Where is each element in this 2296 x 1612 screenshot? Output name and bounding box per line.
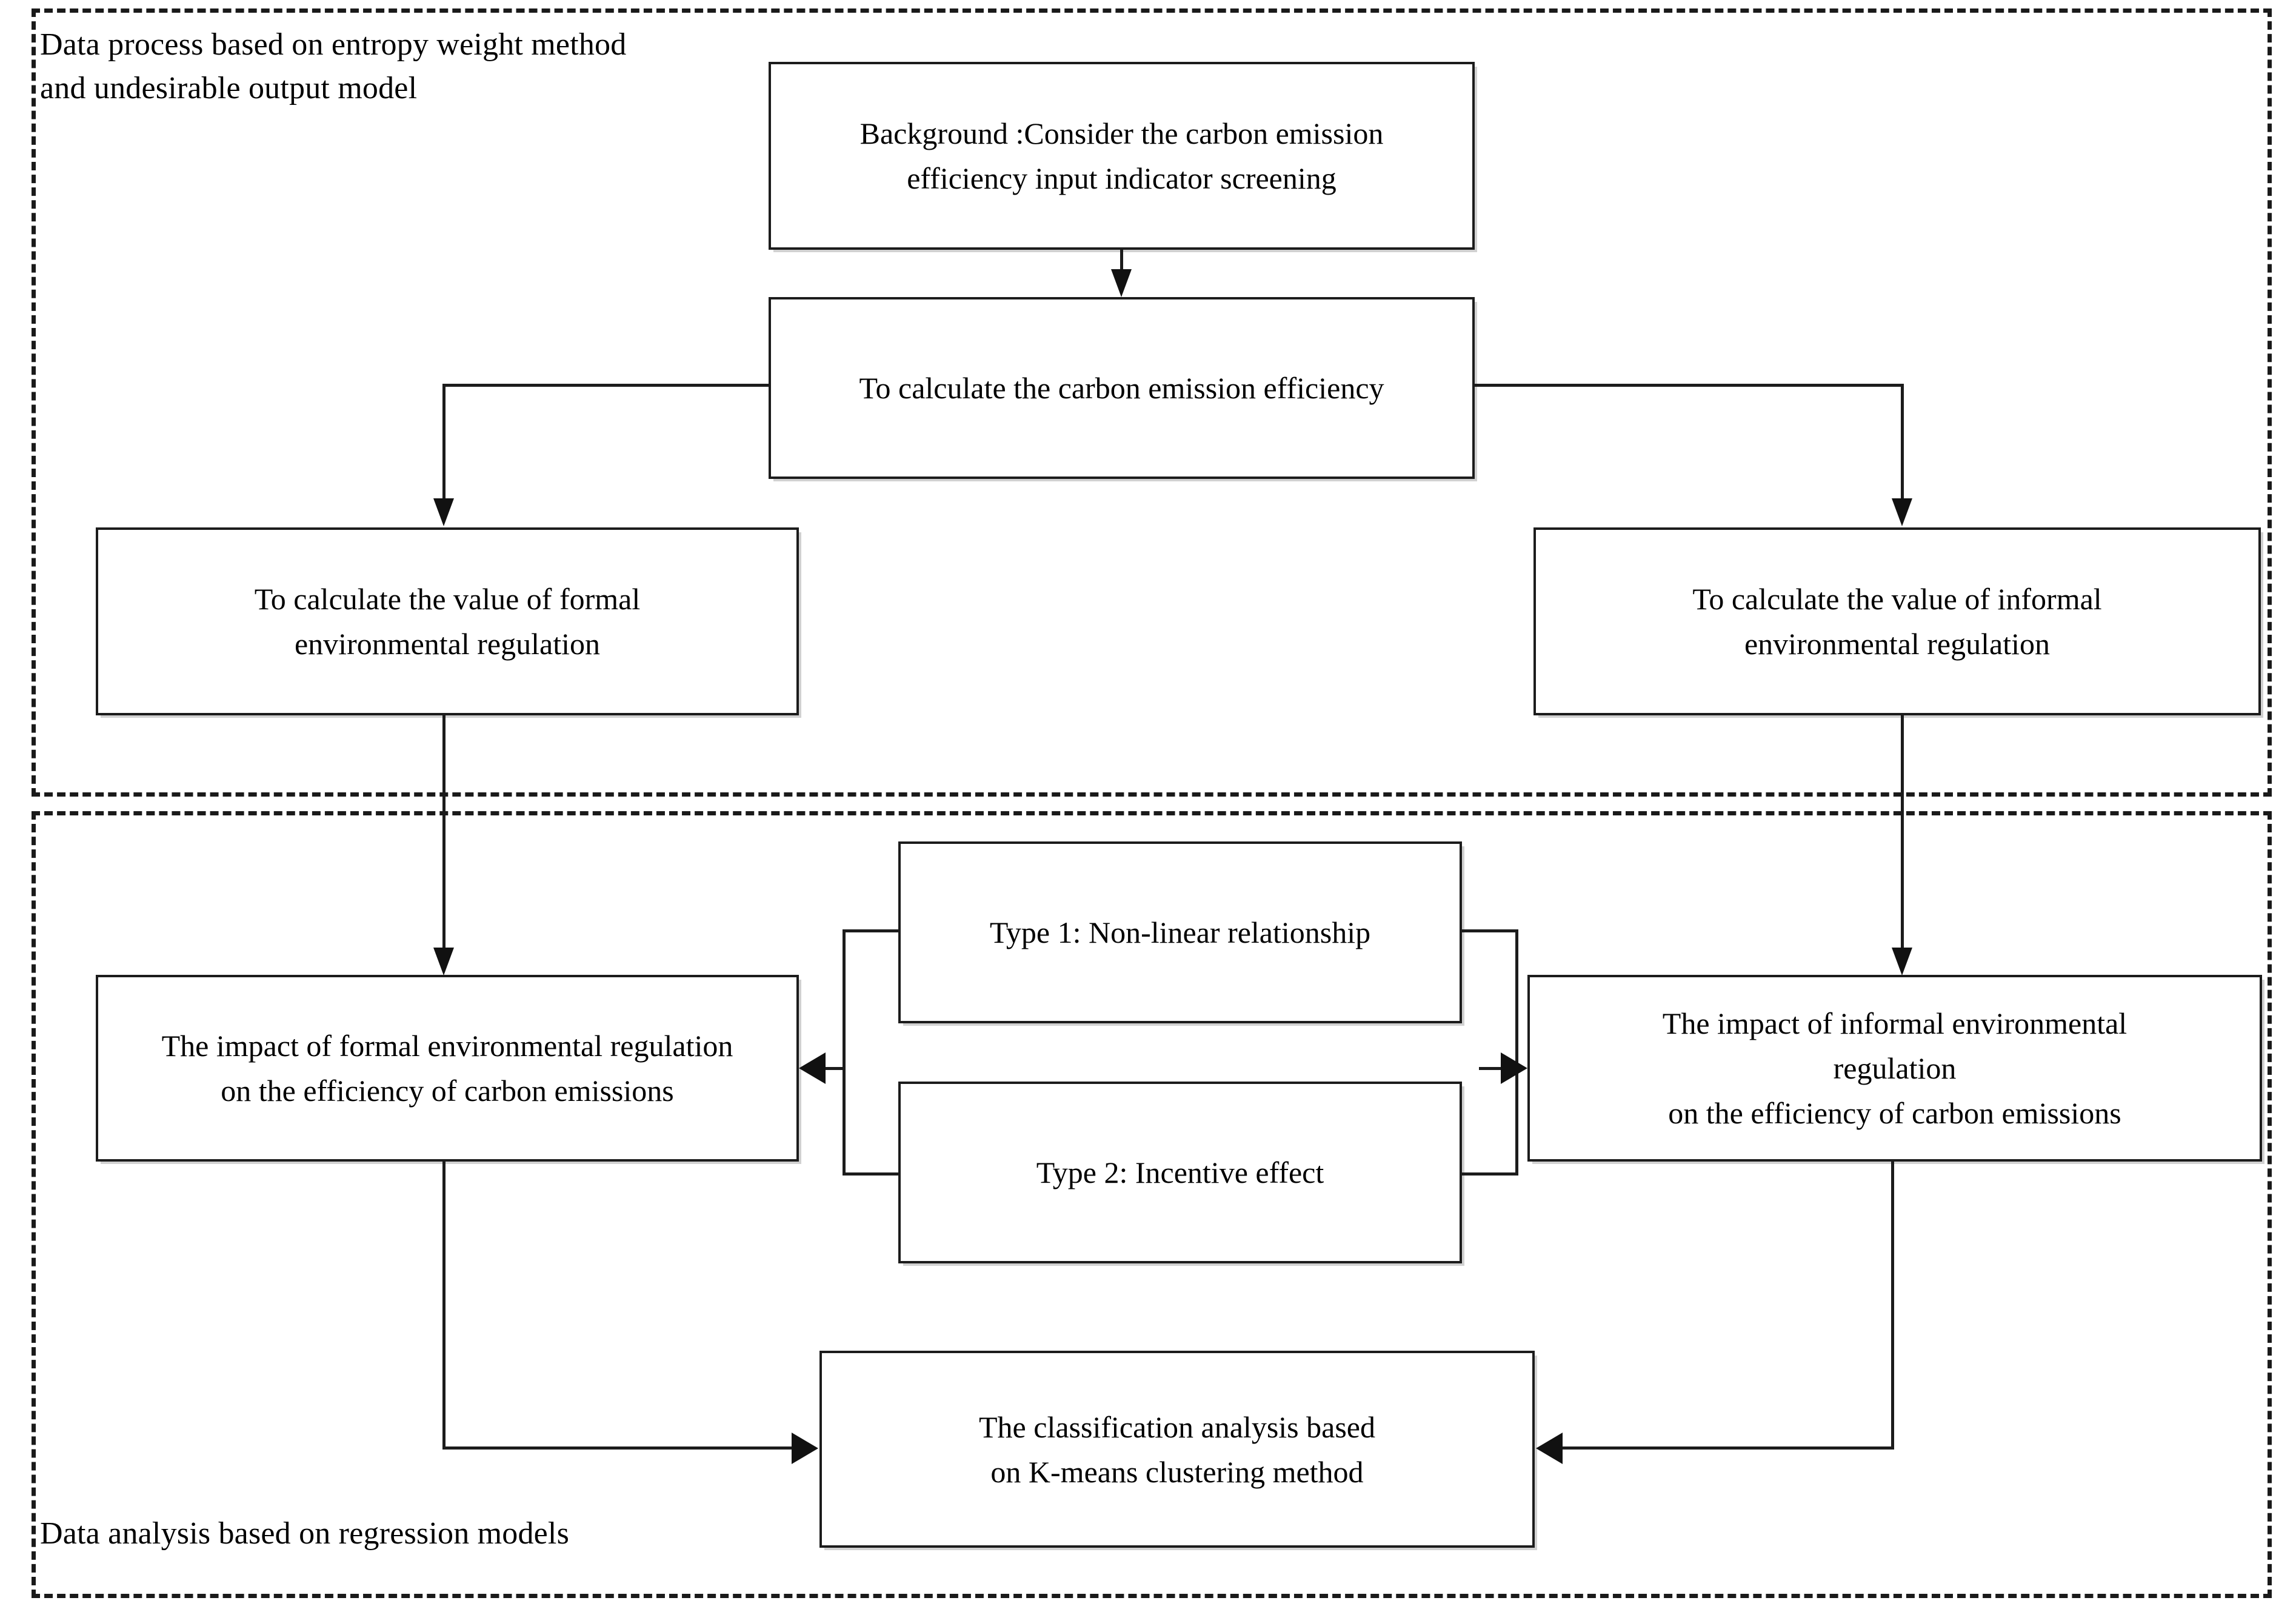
arrowhead-right-to-informalimpact [1501,1052,1527,1084]
node-formal-impact-label: The impact of formal environmental regul… [161,1029,733,1108]
node-type2[interactable]: Type 2: Incentive effect [898,1082,1462,1263]
edge-informalimpact-to-kmeans-horizontal [1563,1446,1894,1450]
region-data-process-label: Data process based on entropy weight met… [40,27,627,105]
edge-left-bracket-vertical [843,929,846,1176]
edge-background-to-calc [1120,250,1123,274]
arrowhead-formalvalue-to-formalimpact [433,948,454,975]
node-kmeans-label: The classification analysis based on K-m… [979,1410,1375,1489]
node-informal-impact-label: The impact of informal environmental reg… [1662,1006,2127,1130]
node-formal-value[interactable]: To calculate the value of formal environ… [96,527,799,715]
edge-informalimpact-to-kmeans-vertical [1891,1162,1894,1450]
node-informal-value-label: To calculate the value of informal envir… [1692,582,2102,661]
node-calc-efficiency-label: To calculate the carbon emission efficie… [859,371,1384,405]
node-background-label: Background :Consider the carbon emission… [859,116,1384,195]
edge-type1-right-stub [1460,929,1518,932]
node-informal-impact[interactable]: The impact of informal environmental reg… [1527,975,2262,1162]
region-data-analysis [32,811,2272,1598]
edge-calc-to-formal-vertical [442,384,446,500]
edge-right-bracket-to-informalimpact [1479,1067,1517,1070]
edge-formalimpact-to-kmeans-horizontal [442,1446,793,1450]
region-data-process [32,8,2272,797]
edge-calc-to-informal-vertical [1901,384,1904,500]
edge-type2-right-stub [1460,1172,1518,1176]
arrowhead-background-to-calc [1111,269,1132,297]
arrowhead-calc-to-formal [433,498,454,526]
edge-formalimpact-to-kmeans-vertical [442,1162,446,1450]
arrowhead-left-to-formalimpact [799,1052,826,1084]
edge-left-bracket-to-formalimpact [824,1067,845,1070]
edge-calc-to-formal-horizontal [442,384,770,387]
edge-informalvalue-to-informalimpact [1901,715,1904,952]
node-kmeans[interactable]: The classification analysis based on K-m… [819,1351,1535,1548]
edge-formalvalue-to-formalimpact [442,715,446,952]
node-background[interactable]: Background :Consider the carbon emission… [769,62,1475,250]
node-type1[interactable]: Type 1: Non-linear relationship [898,841,1462,1023]
node-formal-impact[interactable]: The impact of formal environmental regul… [96,975,799,1162]
arrowhead-informalimpact-to-kmeans [1536,1433,1563,1464]
arrowhead-calc-to-informal [1892,498,1912,526]
node-informal-value[interactable]: To calculate the value of informal envir… [1533,527,2261,715]
edge-calc-to-informal-horizontal [1473,384,1903,387]
region-data-analysis-label: Data analysis based on regression models [40,1516,570,1551]
arrowhead-informalvalue-to-informalimpact [1892,948,1912,975]
edge-type1-left-stub [843,929,901,932]
edge-type2-left-stub [843,1172,901,1176]
arrowhead-formalimpact-to-kmeans [792,1433,818,1464]
node-type1-label: Type 1: Non-linear relationship [989,915,1371,949]
node-formal-value-label: To calculate the value of formal environ… [254,582,641,661]
node-calc-efficiency[interactable]: To calculate the carbon emission efficie… [769,297,1475,479]
node-type2-label: Type 2: Incentive effect [1036,1155,1324,1189]
